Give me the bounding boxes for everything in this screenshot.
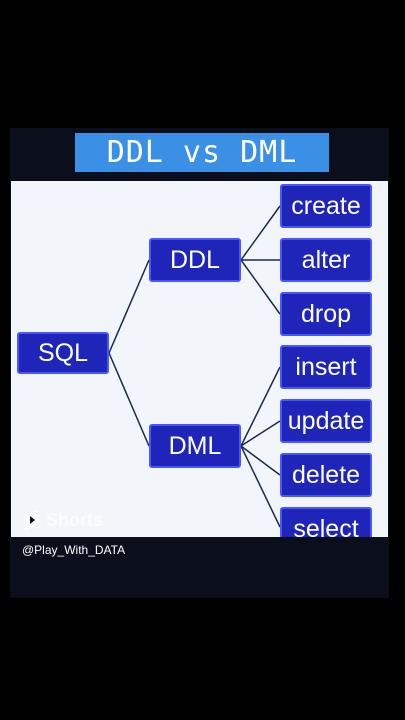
node-select: select xyxy=(280,507,372,537)
node-ddl: DDL xyxy=(149,238,241,282)
connector-sql-dml xyxy=(108,352,150,447)
connector-dml-insert xyxy=(240,366,281,447)
node-alter: alter xyxy=(280,238,372,282)
node-insert: insert xyxy=(280,345,372,389)
shorts-logo-icon xyxy=(23,509,41,531)
diagram-panel: SQL DDL DML create alter drop insert upd… xyxy=(11,181,388,537)
watermark-label: Shorts xyxy=(46,509,104,530)
connector-lines xyxy=(108,205,281,528)
node-delete: delete xyxy=(280,453,372,497)
connector-ddl-drop xyxy=(240,259,281,315)
connector-dml-delete xyxy=(240,445,281,476)
connector-sql-ddl xyxy=(108,259,150,354)
shorts-watermark: Shorts xyxy=(22,508,103,532)
connector-ddl-create xyxy=(240,205,281,261)
node-sql: SQL xyxy=(17,332,109,374)
node-dml: DML xyxy=(149,424,241,468)
connector-dml-select xyxy=(240,445,281,528)
node-drop: drop xyxy=(280,292,372,336)
title-banner: DDL vs DML xyxy=(75,133,329,172)
node-update: update xyxy=(280,399,372,443)
node-create: create xyxy=(280,184,372,228)
channel-handle[interactable]: @Play_With_DATA xyxy=(22,543,126,557)
connector-dml-update xyxy=(240,420,281,447)
